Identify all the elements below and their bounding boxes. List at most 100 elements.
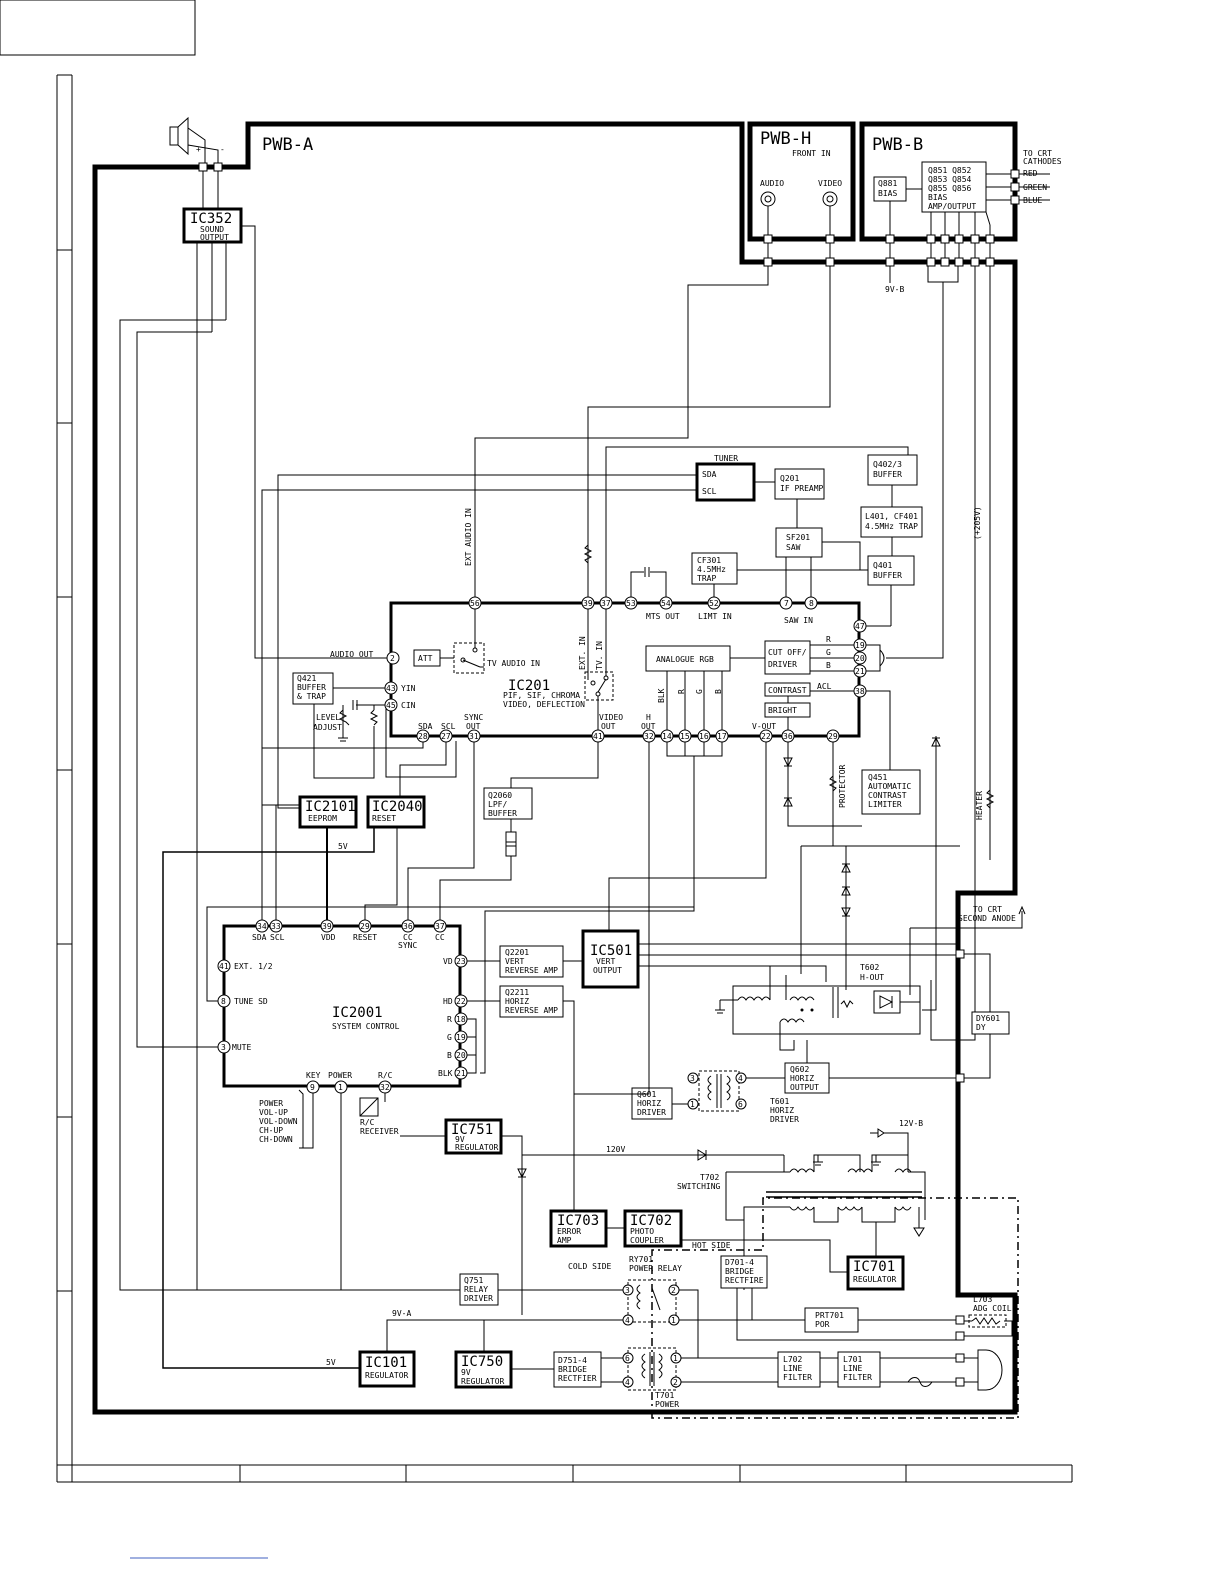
speaker-plus: +: [196, 145, 201, 154]
ic201-analogue-rgb: ANALOGUE RGB: [656, 655, 714, 664]
ic2001-box: [222, 924, 462, 1088]
q2060-box: [483, 787, 533, 820]
ic750-label-1: 9V: [461, 1368, 471, 1377]
svg-text:34: 34: [257, 922, 267, 931]
ic201-yin: YIN: [401, 684, 416, 693]
d701-label-3: RECTFIRE: [725, 1276, 764, 1285]
l701-label-3: FILTER: [843, 1373, 872, 1382]
svg-text:29: 29: [828, 732, 838, 741]
svg-text:3: 3: [221, 1043, 226, 1052]
ic2001-label: SYSTEM CONTROL: [332, 1022, 400, 1031]
ic703-label-2: AMP: [557, 1236, 572, 1245]
ic201-bright: BRIGHT: [768, 706, 797, 715]
l702-label-1: L702: [783, 1355, 802, 1364]
t601-label-3: DRIVER: [770, 1115, 799, 1124]
ry701-label-1: RY701: [629, 1255, 653, 1264]
ic702-label-2: COUPLER: [630, 1236, 664, 1245]
q2060-label-3: BUFFER: [488, 809, 517, 818]
ic2001-vd: VD: [443, 957, 453, 966]
ic201-audio-out: AUDIO OUT: [330, 650, 374, 659]
q4023-box: [867, 454, 918, 486]
rc-receiver-label-2: RECEIVER: [360, 1127, 399, 1136]
l703-coil-icon: [971, 1317, 1001, 1325]
speaker-icon: [169, 116, 219, 163]
svg-text:22: 22: [761, 732, 771, 741]
ry701-label-2: POWER RELAY: [629, 1264, 682, 1273]
heater-label: HEATER: [975, 791, 984, 820]
ic2001-pins: 34 33 39 29 36 37 41 8 3 23 22 18 19 20 …: [217, 919, 468, 1094]
prt701-box: [804, 1307, 859, 1333]
ic2001-scl: SCL: [270, 933, 285, 942]
ic201-video-2: OUT: [601, 722, 616, 731]
q751-label-3: DRIVER: [464, 1294, 493, 1303]
svg-text:6: 6: [738, 1100, 743, 1109]
protector-label: PROTECTOR: [838, 764, 847, 808]
ic2001-key: KEY: [306, 1071, 321, 1080]
ic750-label-2: REGULATOR: [461, 1377, 505, 1386]
ic201-saw-in: SAW IN: [784, 616, 813, 625]
svg-text:4: 4: [625, 1378, 630, 1387]
t601-label-1: T601: [770, 1097, 789, 1106]
ic2001-mute: MUTE: [232, 1043, 251, 1052]
svg-text:56: 56: [470, 599, 480, 608]
rc-receiver-label-1: R/C: [360, 1118, 375, 1127]
svg-text:16: 16: [699, 732, 709, 741]
q851-label-5: AMP/OUTPUT: [928, 202, 976, 211]
pwb-a-outline: [92, 121, 1018, 1415]
svg-text:38: 38: [855, 687, 865, 696]
v120-label: 120V: [606, 1145, 625, 1154]
t701-label-1: T701: [655, 1391, 674, 1400]
svg-text:41: 41: [593, 732, 603, 741]
ic2001-cc: CC: [435, 933, 445, 942]
video-jack-icon: [822, 191, 838, 207]
d751-label-1: D751-4: [558, 1356, 587, 1365]
v12b-label: 12V-B: [899, 1119, 923, 1128]
svg-text:2: 2: [673, 1378, 678, 1387]
ic201-label-2: VIDEO, DEFLECTION: [503, 700, 585, 709]
crt-cathodes-label-1: TO CRT: [1023, 149, 1052, 158]
ic201-label-1: PIF, SIF, CHROMA: [503, 691, 580, 700]
ic201-sda: SDA: [418, 722, 433, 731]
l702-label-3: FILTER: [783, 1373, 812, 1382]
svg-text:4: 4: [738, 1074, 743, 1083]
svg-text:33: 33: [271, 922, 281, 931]
ic2001-hd: HD: [443, 997, 453, 1006]
l702-label-2: LINE: [783, 1364, 802, 1373]
ic201-tv-in: TV. IN: [595, 641, 604, 670]
page-frame: [0, 0, 1073, 1559]
ic2001-sda: SDA: [252, 933, 267, 942]
q851-label-4: BIAS: [928, 193, 947, 202]
pwb-b-outline: [859, 121, 1018, 242]
hot-side-label: HOT SIDE: [692, 1241, 731, 1250]
ic201-ext-in: EXT. IN: [578, 636, 587, 670]
q2201-label-1: Q2201: [505, 948, 529, 957]
level-adjust-label-2: ADJUST: [313, 723, 342, 732]
keys-label-2: VOL-UP: [259, 1108, 288, 1117]
ic2040-box: [366, 795, 426, 829]
ic751-box: [444, 1118, 503, 1155]
q451-label-1: Q451: [868, 773, 887, 782]
q4023-label-1: Q402/3: [873, 460, 902, 469]
pwb-h-video-label: VIDEO: [818, 179, 842, 188]
ic201-cutoff-2: DRIVER: [768, 660, 797, 669]
svg-text:8: 8: [221, 997, 226, 1006]
svg-text:41: 41: [219, 962, 229, 971]
svg-text:1: 1: [338, 1083, 343, 1092]
l701-label-1: L701: [843, 1355, 862, 1364]
svg-text:21: 21: [456, 1069, 466, 1078]
q451-label-3: CONTRAST: [868, 791, 907, 800]
ic701-name: IC701: [853, 1259, 895, 1275]
svg-text:54: 54: [661, 599, 671, 608]
tuner-title: TUNER: [714, 454, 738, 463]
ic201-g-col: G: [695, 689, 704, 694]
svg-text:53: 53: [626, 599, 636, 608]
ic101-box: [358, 1350, 416, 1388]
d751-box: [553, 1351, 602, 1388]
svg-text:7: 7: [784, 599, 789, 608]
ic2001-vdd: VDD: [321, 933, 336, 942]
svg-text:32: 32: [644, 732, 654, 741]
d751-label-3: RECTFIER: [558, 1374, 597, 1383]
q4023-label-2: BUFFER: [873, 470, 902, 479]
q2201-label-2: VERT: [505, 957, 524, 966]
q601-box: [631, 1087, 673, 1120]
